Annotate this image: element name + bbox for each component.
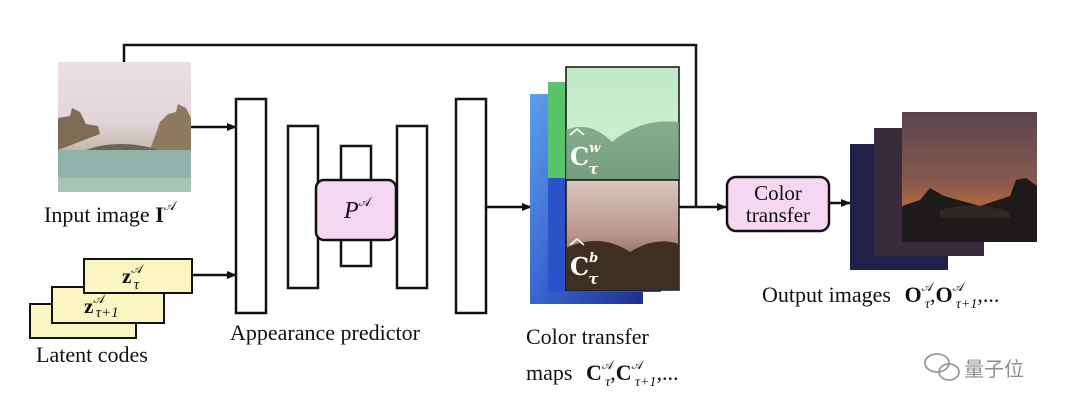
predictor-symbol: P𝒜 [343,194,373,224]
input-image [58,62,191,192]
color-transfer-line2: transfer [746,203,810,227]
encoder-layer-1 [234,97,268,315]
wechat-icon [924,353,960,381]
decoder-layer-1 [395,124,429,290]
input-image-label: Input image I𝒜 [44,198,178,227]
hat-accents [569,127,585,246]
latent-codes-label: Latent codes [36,342,148,367]
input-label-text: Input image [44,202,155,227]
watermark: 量子位 [924,353,1024,381]
predictor-block [314,178,398,242]
appearance-predictor-label: Appearance predictor [230,320,421,345]
output-images [850,112,1037,270]
color-transfer-block: Color transfer [725,175,831,233]
decoder-layer-2 [454,97,488,315]
color-transfer-line1: Color [754,181,802,205]
input-label-symbol: I [155,202,164,227]
skip-connection-line [122,43,698,206]
watermark-text: 量子位 [964,357,1024,381]
encoder-layer-2 [286,124,320,290]
maps-label-line1: Color transfer [526,324,649,349]
appearance-predictor: P𝒜 [234,97,488,315]
input-label-sup: 𝒜 [164,198,178,213]
